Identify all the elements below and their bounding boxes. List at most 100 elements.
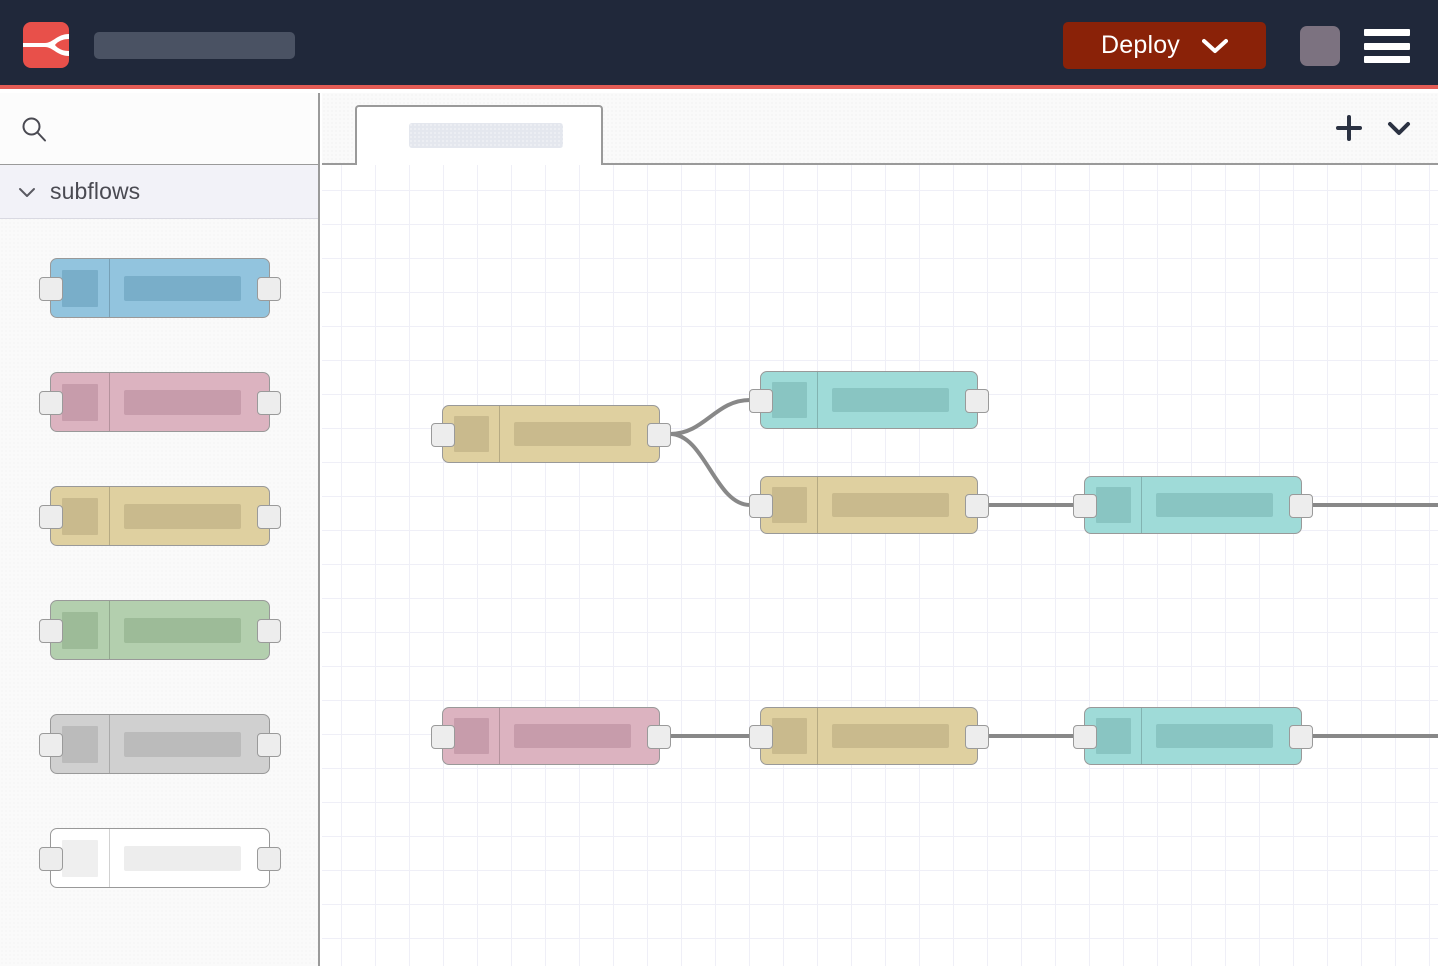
node-input-port[interactable] xyxy=(39,733,63,757)
node-label-redacted xyxy=(124,617,241,643)
flow-node-mid-cyan[interactable] xyxy=(1073,476,1313,534)
node-output-port[interactable] xyxy=(647,725,671,749)
plus-icon[interactable] xyxy=(1332,111,1366,145)
node-type-icon xyxy=(62,725,98,763)
flow-node-top-cyan[interactable] xyxy=(749,371,989,429)
flow-canvas[interactable] xyxy=(322,165,1438,966)
node-type-icon xyxy=(62,839,98,877)
node-body xyxy=(1142,477,1301,533)
flow-tab-1[interactable] xyxy=(355,105,603,165)
flow-node-mid-tan[interactable] xyxy=(749,476,989,534)
node-type-icon xyxy=(771,487,807,523)
node-output-port[interactable] xyxy=(257,505,281,529)
node-type-icon xyxy=(62,269,98,307)
palette-node-2[interactable] xyxy=(39,372,281,432)
palette-list-item[interactable] xyxy=(0,688,318,802)
node-output-port[interactable] xyxy=(257,847,281,871)
sidebar-section-subflows[interactable]: subflows xyxy=(0,165,318,219)
node-input-port[interactable] xyxy=(431,423,455,447)
palette-search-input[interactable] xyxy=(60,113,304,147)
node-icon-box xyxy=(51,373,110,431)
logo-glyph xyxy=(23,34,69,56)
node-input-port[interactable] xyxy=(39,505,63,529)
node-input-port[interactable] xyxy=(1073,494,1097,518)
palette-list-item[interactable] xyxy=(0,346,318,460)
node-red-logo-icon[interactable] xyxy=(23,22,69,68)
palette-sidebar: subflows xyxy=(0,93,320,966)
wire-layer xyxy=(668,398,1438,738)
palette-node-4[interactable] xyxy=(39,600,281,660)
node-body xyxy=(500,708,659,764)
node-label-redacted xyxy=(514,724,631,748)
node-icon-box xyxy=(51,715,110,773)
node-output-port[interactable] xyxy=(965,389,989,413)
node-input-port[interactable] xyxy=(749,494,773,518)
node-type-icon xyxy=(1095,487,1131,523)
node-output-port[interactable] xyxy=(257,619,281,643)
node-label-redacted xyxy=(124,845,241,871)
node-type-icon xyxy=(453,416,489,452)
flow-node-inject[interactable] xyxy=(431,405,671,463)
sidebar-section-label: subflows xyxy=(50,178,141,204)
node-input-port[interactable] xyxy=(749,389,773,413)
palette-list-item[interactable] xyxy=(0,232,318,346)
palette-list-item[interactable] xyxy=(0,460,318,574)
deploy-button[interactable]: Deploy xyxy=(1063,22,1266,69)
deploy-button-label: Deploy xyxy=(1100,31,1181,59)
flow-node-bot-tan[interactable] xyxy=(749,707,989,765)
node-type-icon xyxy=(1095,718,1131,754)
palette-node-1[interactable] xyxy=(39,258,281,318)
node-icon-box xyxy=(51,487,110,545)
app-title-redacted xyxy=(94,32,295,59)
node-input-port[interactable] xyxy=(39,277,63,301)
node-output-port[interactable] xyxy=(257,277,281,301)
node-input-port[interactable] xyxy=(39,619,63,643)
node-type-icon xyxy=(62,611,98,649)
palette-list-item[interactable] xyxy=(0,574,318,688)
node-label-redacted xyxy=(124,731,241,757)
node-input-port[interactable] xyxy=(1073,725,1097,749)
node-type-icon xyxy=(62,497,98,535)
user-avatar[interactable] xyxy=(1300,26,1340,66)
node-body xyxy=(1142,708,1301,764)
node-icon-box xyxy=(1085,708,1142,764)
chevron-down-icon xyxy=(19,187,35,197)
node-input-port[interactable] xyxy=(749,725,773,749)
node-type-icon xyxy=(771,718,807,754)
node-input-port[interactable] xyxy=(39,391,63,415)
editor-main xyxy=(322,93,1438,966)
node-body xyxy=(110,487,269,545)
node-input-port[interactable] xyxy=(39,847,63,871)
flow-node-bot-pink[interactable] xyxy=(431,707,671,765)
node-body xyxy=(818,477,977,533)
node-body xyxy=(110,373,269,431)
node-icon-box xyxy=(51,829,110,887)
node-icon-box xyxy=(443,708,500,764)
search-icon[interactable] xyxy=(20,115,48,143)
flow-node-bot-cyan[interactable] xyxy=(1073,707,1313,765)
palette-node-6[interactable] xyxy=(39,828,281,888)
palette-list-item[interactable] xyxy=(0,802,318,916)
node-output-port[interactable] xyxy=(965,494,989,518)
node-output-port[interactable] xyxy=(647,423,671,447)
node-icon-box xyxy=(761,372,818,428)
chevron-down-icon[interactable] xyxy=(1382,111,1416,145)
wire-inject-to-mid-tan[interactable] xyxy=(668,432,752,507)
node-label-redacted xyxy=(832,724,949,748)
node-label-redacted xyxy=(124,275,241,301)
node-output-port[interactable] xyxy=(257,733,281,757)
node-output-port[interactable] xyxy=(257,391,281,415)
node-icon-box xyxy=(51,259,110,317)
node-label-redacted xyxy=(124,503,241,529)
node-body xyxy=(500,406,659,462)
node-output-port[interactable] xyxy=(1289,725,1313,749)
palette-node-3[interactable] xyxy=(39,486,281,546)
hamburger-menu-icon[interactable] xyxy=(1364,29,1410,63)
node-output-port[interactable] xyxy=(965,725,989,749)
wire-inject-to-top-cyan[interactable] xyxy=(668,398,752,436)
node-input-port[interactable] xyxy=(431,725,455,749)
node-label-redacted xyxy=(124,389,241,415)
node-icon-box xyxy=(761,708,818,764)
node-output-port[interactable] xyxy=(1289,494,1313,518)
palette-node-5[interactable] xyxy=(39,714,281,774)
